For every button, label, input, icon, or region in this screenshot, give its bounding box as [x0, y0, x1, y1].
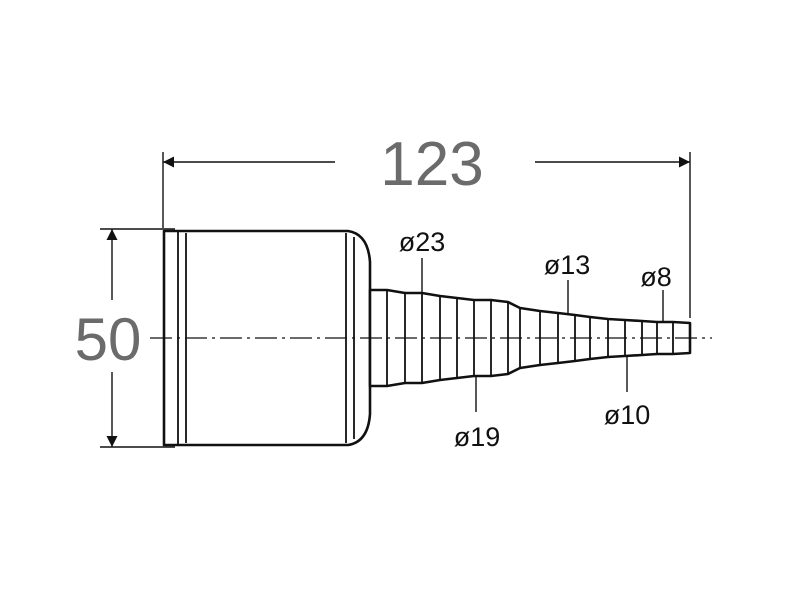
diameter-13-label: ø13 [544, 250, 591, 280]
diameter-19-label: ø19 [454, 422, 501, 452]
diameter-leaders [421, 258, 664, 412]
diameter-10-label: ø10 [604, 400, 651, 430]
length-dimension: 123 [162, 130, 691, 318]
body-diameter-label: 50 [75, 306, 142, 373]
diameter-8-label: ø8 [640, 262, 672, 292]
height-dimension: 50 [75, 228, 175, 448]
overall-length-label: 123 [380, 130, 483, 199]
diameter-23-label: ø23 [399, 227, 446, 257]
